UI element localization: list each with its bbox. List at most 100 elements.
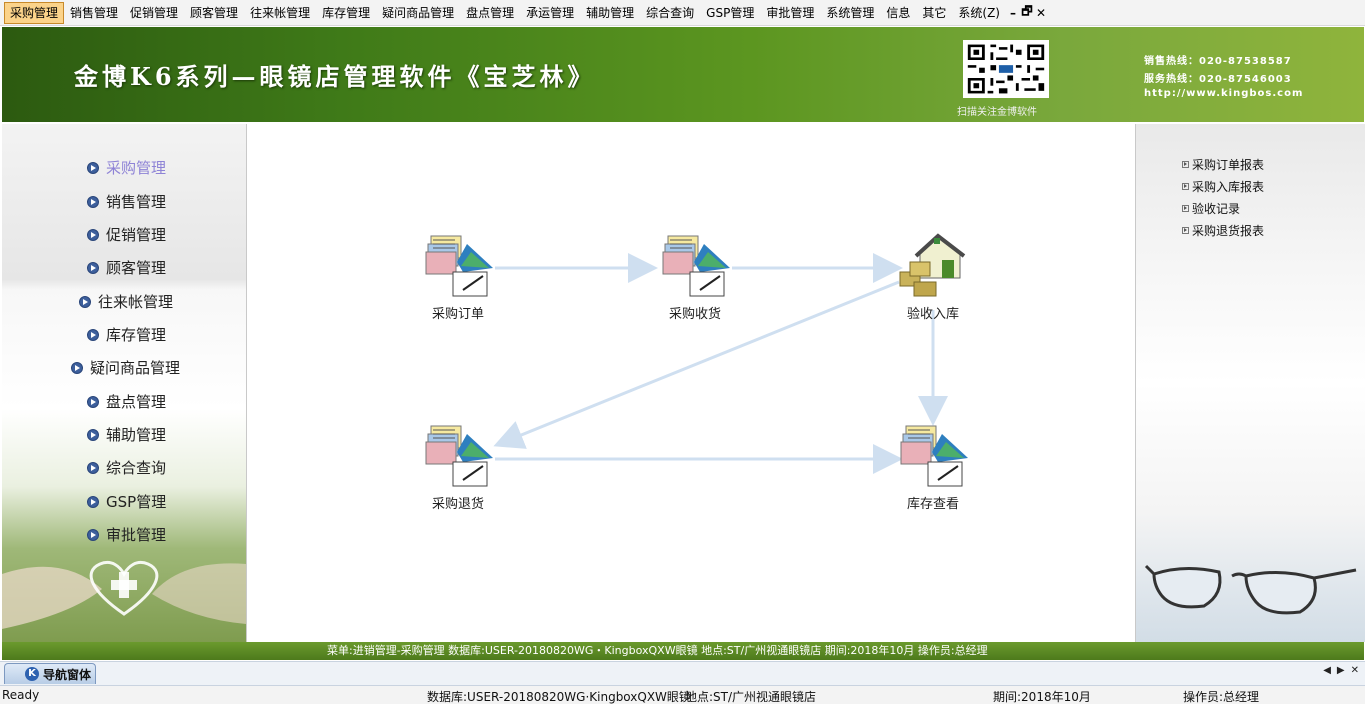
menu-item-approval[interactable]: 审批管理 <box>766 5 815 20</box>
report-link-label: 采购订单报表 <box>1192 158 1265 172</box>
nav-bullet-icon <box>87 428 99 441</box>
nav-item-gsp[interactable]: GSP管理 <box>87 491 166 512</box>
document-list-icon <box>425 425 493 487</box>
nav-bullet-icon <box>87 528 99 541</box>
flow-node-stock-view[interactable]: 库存查看 <box>888 422 978 512</box>
nav-item-accounts[interactable]: 往来帐管理 <box>79 291 173 312</box>
menu-item-system-admin[interactable]: 系统管理 <box>826 5 875 20</box>
flow-node-purchase-return[interactable]: 采购退货 <box>413 422 503 512</box>
nav-item-approval[interactable]: 审批管理 <box>87 524 166 545</box>
report-link-purchase-order[interactable]: 采购订单报表 <box>1182 156 1264 173</box>
nav-bullet-icon <box>87 261 99 274</box>
menu-item-shipping[interactable]: 承运管理 <box>526 5 575 20</box>
menu-item-auxiliary[interactable]: 辅助管理 <box>586 5 635 20</box>
flow-node-label: 库存查看 <box>906 497 959 512</box>
menu-item-stocktake[interactable]: 盘点管理 <box>466 5 515 20</box>
report-link-purchase-return[interactable]: 采购退货报表 <box>1182 222 1264 239</box>
status-period: 期间:2018年10月 <box>993 690 1091 704</box>
menu-item-customer[interactable]: 顾客管理 <box>190 5 239 20</box>
qr-caption: 扫描关注金博软件 <box>957 107 1037 118</box>
tab-label: 导航窗体 <box>43 667 92 682</box>
flow-node-label: 验收入库 <box>906 307 959 322</box>
heart-hands-decoration-icon <box>2 560 246 629</box>
tab-scroll-left-icon[interactable]: ◀ <box>1323 665 1331 676</box>
menu-item-inventory[interactable]: 库存管理 <box>322 5 371 20</box>
tab-close-icon[interactable]: ✕ <box>1350 665 1359 676</box>
menu-item-promotion[interactable]: 促销管理 <box>130 5 179 20</box>
tab-scroll-right-icon[interactable]: ▶ <box>1336 665 1345 676</box>
nav-item-inventory[interactable]: 库存管理 <box>87 324 166 345</box>
link-arrow-icon <box>1182 183 1189 190</box>
service-hotline: 服务热线：020-87546003 <box>1144 74 1292 85</box>
report-link-label: 验收记录 <box>1192 202 1241 216</box>
close-button[interactable]: ✕ <box>1035 5 1047 20</box>
menu-item-sales[interactable]: 销售管理 <box>70 5 119 20</box>
report-link-purchase-inbound[interactable]: 采购入库报表 <box>1182 178 1264 195</box>
status-location: 地点:ST/广州视通眼镜店 <box>685 690 817 704</box>
nav-item-stocktake[interactable]: 盘点管理 <box>87 391 166 412</box>
flow-node-purchase-order[interactable]: 采购订单 <box>413 232 503 322</box>
banner: 金博K6系列—眼镜店管理软件《宝芝林》 扫描关注金博软件 销售热线：020-87… <box>2 27 1364 122</box>
document-list-icon <box>425 235 493 297</box>
warehouse-icon <box>899 233 966 297</box>
nav-item-label: GSP管理 <box>106 493 167 511</box>
flow-node-label: 采购订单 <box>431 307 484 322</box>
menu-item-info[interactable]: 信息 <box>886 5 911 20</box>
window-tab-strip: K 导航窗体 ◀ ▶ ✕ <box>0 661 1365 686</box>
nav-item-auxiliary[interactable]: 辅助管理 <box>87 424 166 445</box>
nav-bullet-icon <box>87 461 99 474</box>
report-panel: 采购订单报表 采购入库报表 验收记录 采购退货报表 <box>1135 124 1365 642</box>
nav-item-questionable-goods[interactable]: 疑问商品管理 <box>71 357 180 378</box>
menu-bar: 采购管理 销售管理 促销管理 顾客管理 往来帐管理 库存管理 疑问商品管理 盘点… <box>0 0 1365 26</box>
status-bar: Ready 数据库:USER-20180820WG·KingboxQXW眼镜 地… <box>0 686 1365 704</box>
nav-item-label: 疑问商品管理 <box>90 359 181 377</box>
eyeglasses-icon <box>1144 564 1357 615</box>
nav-bullet-icon <box>87 495 99 508</box>
menu-item-purchase[interactable]: 采购管理 <box>4 1 65 24</box>
menu-item-system[interactable]: 系统(Z) <box>958 5 1000 20</box>
nav-item-purchase[interactable]: 采购管理 <box>87 157 166 178</box>
tab-scroll-controls: ◀ ▶ ✕ <box>1323 665 1359 676</box>
menu-item-accounts[interactable]: 往来帐管理 <box>250 5 311 20</box>
nav-item-promotion[interactable]: 促销管理 <box>87 224 166 245</box>
status-ready: Ready <box>2 688 40 702</box>
banner-title: 金博K6系列—眼镜店管理软件《宝芝林》 <box>74 62 596 91</box>
nav-bullet-icon <box>87 161 99 174</box>
nav-item-label: 顾客管理 <box>106 259 167 277</box>
nav-item-label: 盘点管理 <box>106 393 167 411</box>
nav-item-label: 销售管理 <box>106 193 167 211</box>
tab-navigation-form[interactable]: K 导航窗体 <box>4 663 96 684</box>
flow-node-purchase-receive[interactable]: 采购收货 <box>650 232 740 322</box>
kingbos-logo-icon: K <box>25 667 39 681</box>
link-arrow-icon <box>1182 161 1189 168</box>
report-link-inspection-record[interactable]: 验收记录 <box>1182 200 1240 217</box>
restore-button[interactable]: 🗗 <box>1021 4 1033 18</box>
report-link-label: 采购退货报表 <box>1192 224 1265 238</box>
nav-bullet-icon <box>79 295 91 308</box>
website-link[interactable]: http://www.kingbos.com <box>1144 88 1304 99</box>
nav-item-label: 促销管理 <box>106 226 167 244</box>
status-database: 数据库:USER-20180820WG·KingboxQXW眼镜 <box>427 690 691 704</box>
nav-item-label: 辅助管理 <box>106 426 167 444</box>
menu-item-questionable-goods[interactable]: 疑问商品管理 <box>382 5 455 20</box>
nav-bullet-icon <box>71 361 83 374</box>
status-operator: 操作员:总经理 <box>1183 690 1260 704</box>
nav-item-customer[interactable]: 顾客管理 <box>87 257 166 278</box>
nav-item-label: 采购管理 <box>106 159 167 177</box>
nav-item-label: 综合查询 <box>106 459 167 477</box>
report-link-label: 采购入库报表 <box>1192 180 1265 194</box>
nav-bullet-icon <box>87 328 99 341</box>
menu-item-other[interactable]: 其它 <box>922 5 947 20</box>
link-arrow-icon <box>1182 205 1189 212</box>
nav-item-query[interactable]: 综合查询 <box>87 457 166 478</box>
flow-node-inspect-store[interactable]: 验收入库 <box>888 232 978 322</box>
document-list-icon <box>900 425 968 487</box>
menu-item-query[interactable]: 综合查询 <box>646 5 695 20</box>
nav-bullet-icon <box>87 395 99 408</box>
minimize-button[interactable]: – <box>1009 5 1016 20</box>
document-list-icon <box>662 235 730 297</box>
nav-item-label: 审批管理 <box>106 526 167 544</box>
nav-item-sales[interactable]: 销售管理 <box>87 191 166 212</box>
context-info-bar: 菜单:进销管理-采购管理 数据库:USER-20180820WG・Kingbox… <box>2 642 1364 660</box>
menu-item-gsp[interactable]: GSP管理 <box>706 5 755 20</box>
